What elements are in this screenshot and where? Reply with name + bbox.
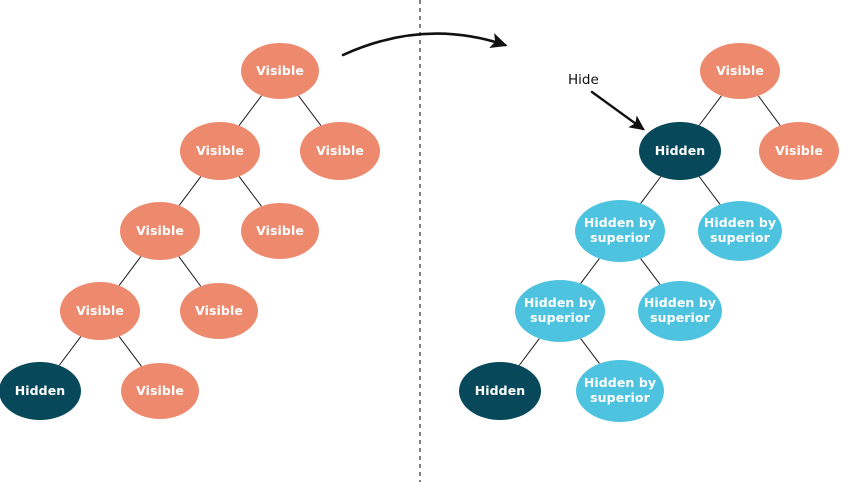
node-label: Visible bbox=[256, 222, 304, 238]
node-label: Visible bbox=[136, 382, 184, 398]
tree-edge bbox=[580, 338, 600, 364]
node-visible[interactable]: Visible bbox=[60, 282, 140, 340]
node-label: Hidden bbox=[14, 382, 66, 398]
tree-edge bbox=[640, 258, 661, 285]
node-hidden[interactable]: Hidden bbox=[639, 122, 721, 180]
node-visible[interactable]: Visible bbox=[121, 363, 199, 419]
node-label: Visible bbox=[195, 302, 243, 318]
tree-edge bbox=[178, 256, 202, 287]
node-label: Hidden bbox=[654, 142, 706, 158]
node-visible[interactable]: Visible bbox=[180, 283, 258, 339]
node-label: Visible bbox=[775, 142, 823, 158]
node-label: Visible bbox=[316, 142, 364, 158]
tree-edge bbox=[698, 176, 721, 205]
hide-annotation-arrow bbox=[590, 90, 645, 131]
node-visible[interactable]: Visible bbox=[120, 202, 200, 260]
tree-edge bbox=[238, 95, 262, 126]
node-visible[interactable]: Visible bbox=[759, 122, 839, 180]
node-visible[interactable]: Visible bbox=[180, 122, 260, 180]
tree-edge bbox=[698, 95, 722, 126]
node-label: Hidden bbox=[474, 382, 526, 398]
transition-curved-arrow bbox=[341, 32, 508, 57]
tree-edge bbox=[58, 336, 82, 366]
tree-edge bbox=[238, 176, 262, 207]
hide-label: Hide bbox=[568, 72, 599, 88]
node-label: Visible bbox=[716, 62, 764, 78]
node-hidden[interactable]: Hidden bbox=[459, 362, 541, 420]
tree-edge bbox=[118, 336, 142, 367]
node-visible[interactable]: Visible bbox=[300, 122, 380, 180]
node-visible[interactable]: Visible bbox=[700, 43, 780, 99]
tree-edge bbox=[580, 258, 600, 284]
tree-edge bbox=[178, 176, 202, 206]
node-hidden[interactable]: Hidden bbox=[0, 362, 81, 420]
tree-edge bbox=[298, 95, 322, 126]
tree-edge bbox=[518, 338, 540, 366]
node-visible[interactable]: Visible bbox=[241, 203, 319, 259]
tree-edge bbox=[640, 176, 662, 204]
tree-edge bbox=[118, 256, 142, 286]
tree-edge bbox=[757, 95, 781, 126]
node-label: Visible bbox=[136, 222, 184, 238]
node-label: Visible bbox=[76, 302, 124, 318]
node-label: Visible bbox=[196, 142, 244, 158]
node-visible[interactable]: Visible bbox=[241, 43, 319, 99]
node-label: Visible bbox=[256, 62, 304, 78]
